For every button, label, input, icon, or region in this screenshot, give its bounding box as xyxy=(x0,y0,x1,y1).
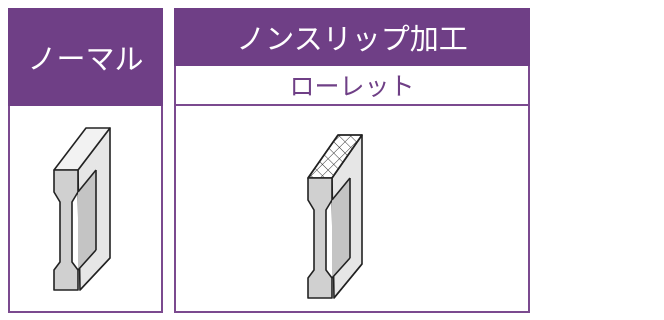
normal-label: ノーマル xyxy=(27,42,144,76)
nonslip-subheader: ローレット xyxy=(176,66,528,106)
nonslip-sublabel: ローレット xyxy=(289,72,415,101)
nonslip-label: ノンスリップ加工 xyxy=(236,22,468,56)
nonslip-header: ノンスリップ加工 xyxy=(174,8,530,66)
normal-header: ノーマル xyxy=(8,8,163,106)
